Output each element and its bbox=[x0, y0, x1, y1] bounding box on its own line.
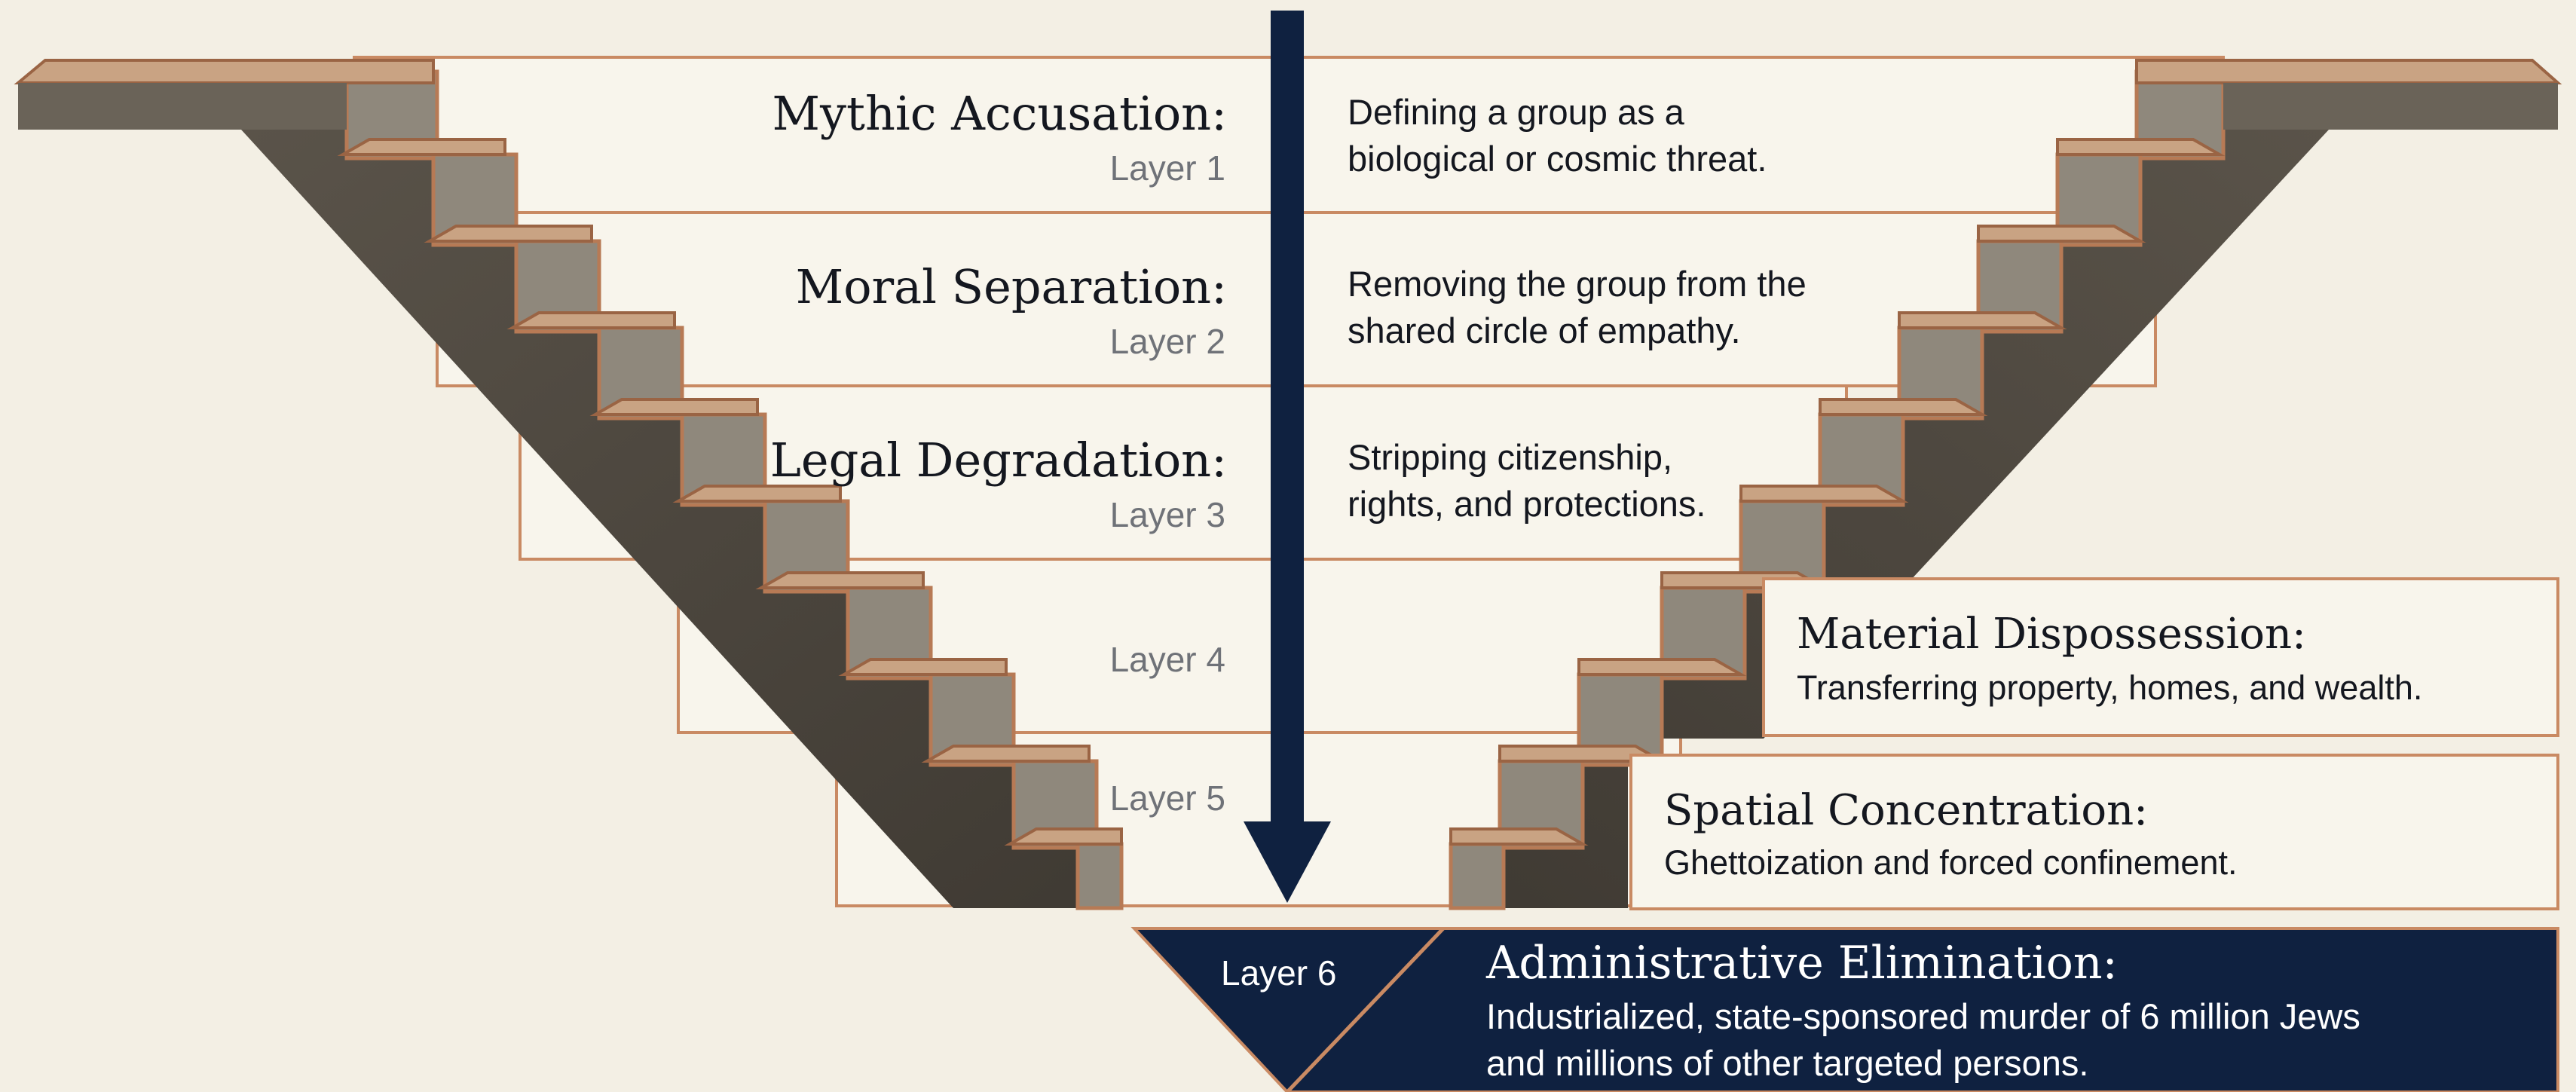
layer-4-title: Material Dispossession: bbox=[1797, 610, 2306, 659]
right-staircase bbox=[1449, 59, 2562, 910]
layer-1-description-line-2: biological or cosmic threat. bbox=[1348, 139, 1767, 179]
layer-4-description: Transferring property, homes, and wealth… bbox=[1797, 668, 2423, 707]
layer-5-description: Ghettoization and forced confinement. bbox=[1664, 843, 2238, 882]
layer-1-label: Layer 1 bbox=[1109, 148, 1225, 188]
layer-6-title: Administrative Elimination: bbox=[1486, 937, 2118, 990]
descent-arrow bbox=[1244, 11, 1331, 903]
layer-2-description-line-2: shared circle of empathy. bbox=[1348, 310, 1741, 350]
left-stair-treads bbox=[14, 59, 1123, 846]
layer-6-description-line-2: and millions of other targeted persons. bbox=[1486, 1043, 2089, 1083]
left-stair-wall bbox=[18, 72, 1121, 908]
layer-2-description: Removing the group from the shared circl… bbox=[1348, 261, 1807, 354]
layer-6-banner bbox=[1130, 927, 2559, 1092]
layer-6-label: Layer 6 bbox=[1221, 953, 1337, 993]
layer-3-label: Layer 3 bbox=[1109, 495, 1225, 534]
left-staircase bbox=[14, 59, 1124, 910]
layer-5-card: Spatial Concentration: Ghettoization and… bbox=[1629, 754, 2559, 910]
layer-5-label: Layer 5 bbox=[1109, 778, 1225, 818]
layer-2-label: Layer 2 bbox=[1109, 322, 1225, 361]
layer-3-title: Legal Degradation: bbox=[769, 433, 1227, 488]
layer-6-description: Industrialized, state-sponsored murder o… bbox=[1486, 993, 2360, 1087]
layer-3-description: Stripping citizenship, rights, and prote… bbox=[1348, 434, 1706, 528]
layer-1-description-line-1: Defining a group as a bbox=[1348, 92, 1684, 132]
layer-5-title: Spatial Concentration: bbox=[1664, 786, 2149, 835]
layer-1-description: Defining a group as a biological or cosm… bbox=[1348, 89, 1767, 182]
layer-4-card: Material Dispossession: Transferring pro… bbox=[1762, 577, 2559, 737]
layer-3-description-line-2: rights, and protections. bbox=[1348, 484, 1706, 524]
layer-1-title: Mythic Accusation: bbox=[772, 86, 1227, 141]
layer-4-label: Layer 4 bbox=[1109, 640, 1225, 679]
right-top-ledge bbox=[2223, 83, 2558, 130]
layer-3-description-line-1: Stripping citizenship, bbox=[1348, 437, 1673, 477]
right-stair-wall bbox=[1451, 72, 2558, 908]
layer-6-description-line-1: Industrialized, state-sponsored murder o… bbox=[1486, 996, 2360, 1036]
layer-2-description-line-1: Removing the group from the bbox=[1348, 264, 1807, 304]
left-top-ledge bbox=[18, 83, 347, 130]
layer-2-title: Moral Separation: bbox=[795, 259, 1227, 314]
right-stair-treads bbox=[1449, 59, 2562, 846]
